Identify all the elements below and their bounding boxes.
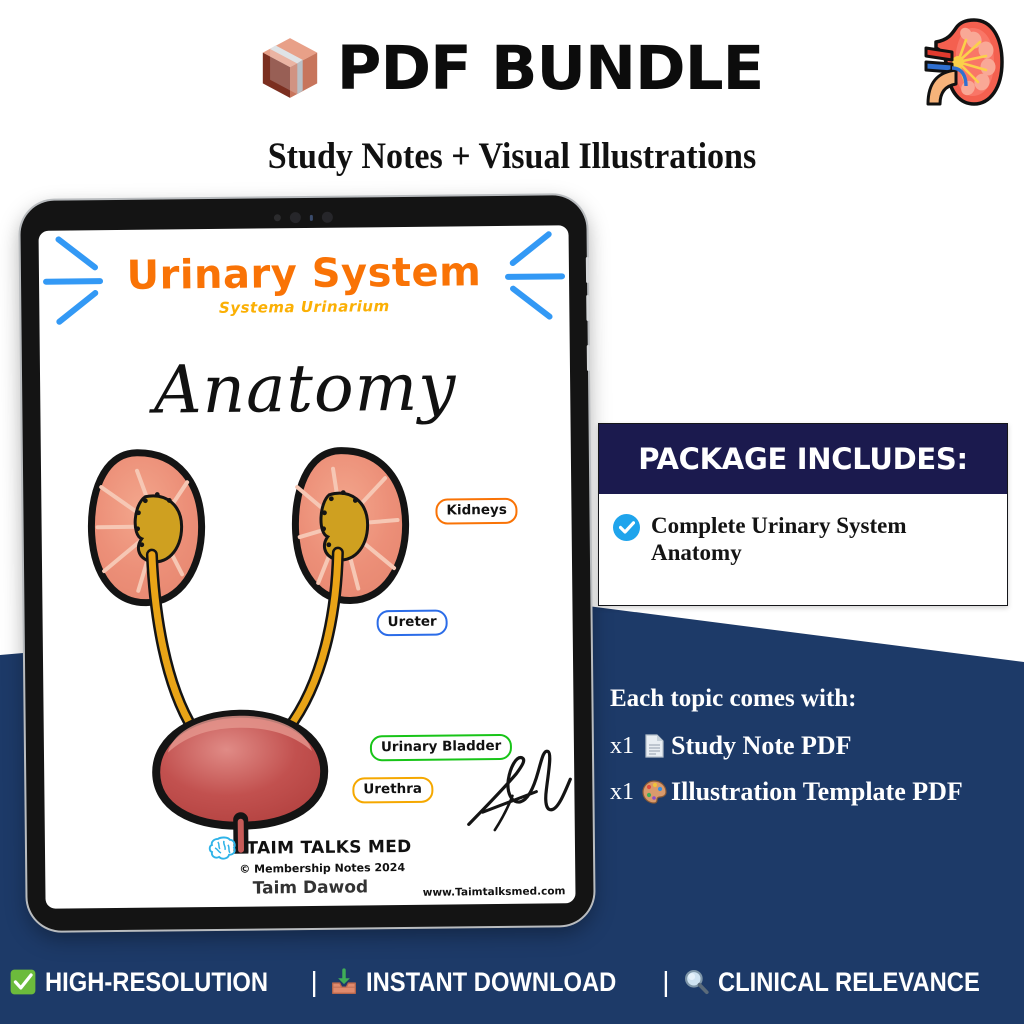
package-item-label: Complete Urinary System Anatomy (651, 513, 907, 566)
feature-label: INSTANT DOWNLOAD (365, 966, 617, 997)
document-icon (645, 734, 664, 758)
topic-quantity: x1 (610, 778, 634, 805)
check-box-icon (10, 969, 36, 995)
system-title: Urinary System (126, 249, 482, 299)
feature-high-resolution: HIGH-RESOLUTION (9, 967, 299, 998)
feature-label: HIGH-RESOLUTION (44, 966, 269, 997)
screen-footer: TAIM TALKS MED © Membership Notes 2024 T… (45, 832, 576, 901)
sensor-dot (273, 214, 281, 222)
tablet-camera-array (273, 211, 333, 224)
camera-lens (289, 212, 301, 224)
system-subtitle-latin: Systema Urinarium (218, 297, 390, 317)
feature-separator: | (310, 966, 318, 997)
power-button[interactable] (586, 345, 591, 372)
volume-up-button[interactable] (585, 257, 590, 284)
section-title: Anatomy (153, 348, 457, 429)
feature-clinical-relevance: CLINICAL RELEVANCE (682, 967, 1016, 998)
topic-row-study-note: x1 Study Note PDF (610, 731, 963, 761)
package-includes-card: PACKAGE INCLUDES: Complete Urinary Syste… (598, 423, 1008, 606)
package-icon (262, 38, 317, 98)
brand-name: TAIM TALKS MED (246, 836, 412, 859)
page-subtitle: Study Notes + Visual Illustrations (267, 136, 757, 177)
brand-row: TAIM TALKS MED (45, 832, 575, 864)
kidney-left (87, 449, 206, 607)
package-card-heading: PACKAGE INCLUDES: (638, 442, 968, 476)
brand-website[interactable]: www.Taimtalksmed.com (422, 885, 566, 899)
tablet-screen: Urinary System Systema Urinarium Anatomy (38, 225, 576, 909)
urinary-bladder (152, 709, 329, 830)
diagram-label-urethra[interactable]: Urethra (352, 776, 434, 804)
inbox-download-icon (331, 968, 356, 994)
kidney-right (291, 447, 410, 605)
volume-down-button[interactable] (586, 295, 590, 322)
check-circle-icon (613, 514, 640, 541)
brain-icon (209, 836, 237, 860)
indicator-led (309, 214, 313, 221)
system-title-block: Urinary System Systema Urinarium (39, 249, 570, 319)
topic-label: Illustration Template PDF (671, 777, 963, 806)
kidney-icon (924, 18, 1004, 106)
topic-row-illustration-template: x1 Illustration Template PDF (610, 777, 963, 807)
palette-icon (642, 780, 667, 804)
magnifier-icon (684, 969, 709, 995)
bottom-feature-bar: HIGH-RESOLUTION | INSTANT DOWNLOAD | CLI… (0, 940, 1024, 1024)
feature-label: CLINICAL RELEVANCE (717, 966, 980, 997)
page-title: PDF BUNDLE (336, 32, 765, 104)
page-header: PDF BUNDLE Study Notes + Visual Illustra… (0, 0, 1024, 200)
urinary-system-diagram (87, 447, 410, 856)
tablet-device: Urinary System Systema Urinarium Anatomy (20, 195, 594, 931)
bundle-title-row: PDF BUNDLE (0, 36, 1024, 100)
diagram-label-ureter[interactable]: Ureter (376, 609, 448, 637)
diagram-label-kidneys[interactable]: Kidneys (435, 497, 518, 525)
topics-heading: Each topic comes with: (610, 685, 857, 712)
topics-block: Each topic comes with: x1 Study Note PDF… (610, 685, 963, 823)
package-card-header: PACKAGE INCLUDES: (599, 424, 1007, 494)
topic-quantity: x1 (610, 732, 634, 759)
package-card-body: Complete Urinary System Anatomy (599, 494, 1007, 566)
feature-instant-download: INSTANT DOWNLOAD (330, 967, 650, 998)
camera-lens-secondary (321, 211, 333, 223)
signature (467, 749, 572, 832)
feature-separator: | (662, 966, 670, 997)
topic-label: Study Note PDF (671, 731, 852, 760)
